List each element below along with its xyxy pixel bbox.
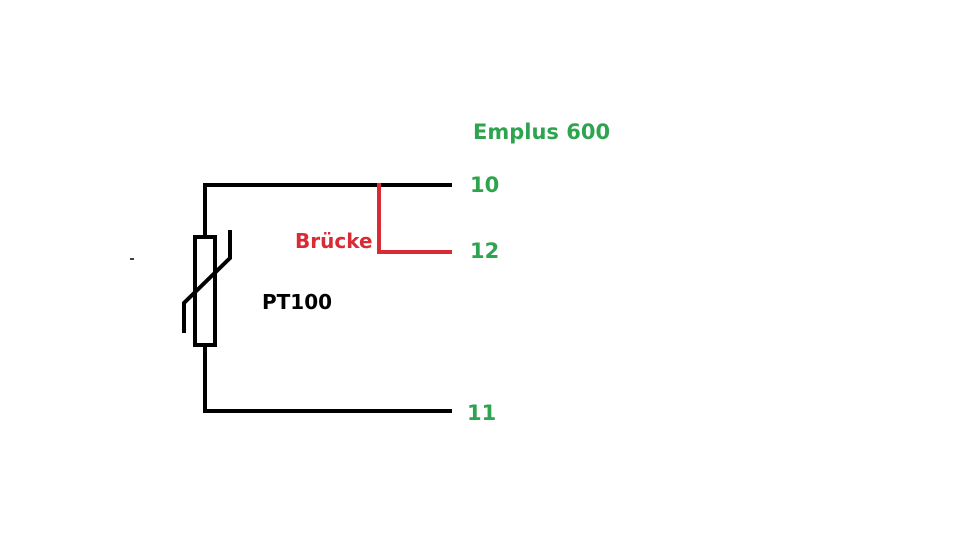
pt100-variable-indicator — [182, 230, 232, 333]
terminal-10-label: 10 — [470, 173, 500, 197]
bridge-label: Brücke — [295, 229, 373, 253]
pt100-label: PT100 — [262, 290, 333, 314]
terminal-12-label: 12 — [470, 239, 500, 263]
wire-top — [203, 183, 452, 238]
bridge-wire — [377, 183, 452, 254]
device-title: Emplus 600 — [473, 120, 611, 144]
wire-bottom — [203, 345, 452, 413]
terminal-11-label: 11 — [467, 401, 497, 425]
